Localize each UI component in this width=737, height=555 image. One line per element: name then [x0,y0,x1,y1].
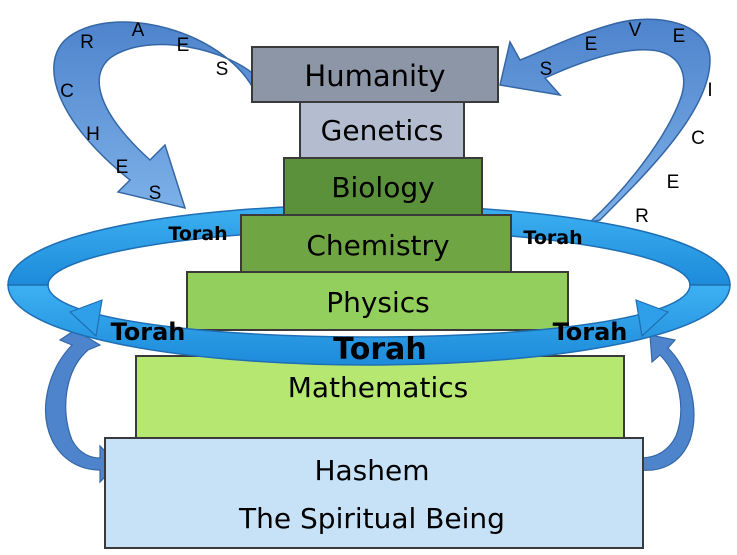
right-arc-letter: E [667,172,680,193]
left-arc-arrow [53,21,259,210]
torah-label-left-front: Torah [111,318,186,346]
torah-label-center: Torah [333,332,427,367]
left-arc-letter: H [86,124,100,145]
level-box-biology [283,157,483,216]
level-label-hashem: Hashem [314,454,429,487]
left-arc-letter: E [177,35,190,56]
level-box-hashem [104,437,644,549]
level-label-spiritual-being: The Spiritual Being [238,502,505,535]
torah-label-right-back: Torah [523,227,582,249]
right-arc-letter: E [673,26,686,47]
right-arc-arrow [499,18,711,224]
torah-ring-front [7,284,731,366]
level-box-chemistry [240,214,512,273]
level-box-mathematics [135,355,625,439]
left-arc-letter: S [216,59,229,80]
torah-label-left-back: Torah [168,223,227,245]
left-arc-letter: S [149,183,162,204]
right-arc-letter: S [540,59,553,80]
level-label-chemistry: Chemistry [306,229,449,262]
right-arc-letter: V [629,20,642,41]
right-arc-letter: R [635,206,649,227]
level-label-physics: Physics [326,286,430,319]
ring-arrowhead-left [68,299,103,338]
level-label-genetics: Genetics [321,114,444,147]
level-box-physics [186,271,569,331]
left-arc-letter: R [80,32,94,53]
level-box-genetics [299,101,465,159]
level-label-mathematics: Mathematics [288,371,468,404]
left-arc-letter: C [60,81,74,102]
torah-label-right-front: Torah [553,318,628,346]
right-arc-letter: E [585,34,598,55]
ring-arrowhead-right [635,299,670,338]
left-arc-letter: A [132,20,145,41]
level-label-biology: Biology [331,171,434,204]
right-arc-letter: C [691,128,705,149]
right-arc-letter: I [707,80,712,101]
left-arc-letter: E [116,157,129,178]
level-label-humanity: Humanity [304,59,445,93]
